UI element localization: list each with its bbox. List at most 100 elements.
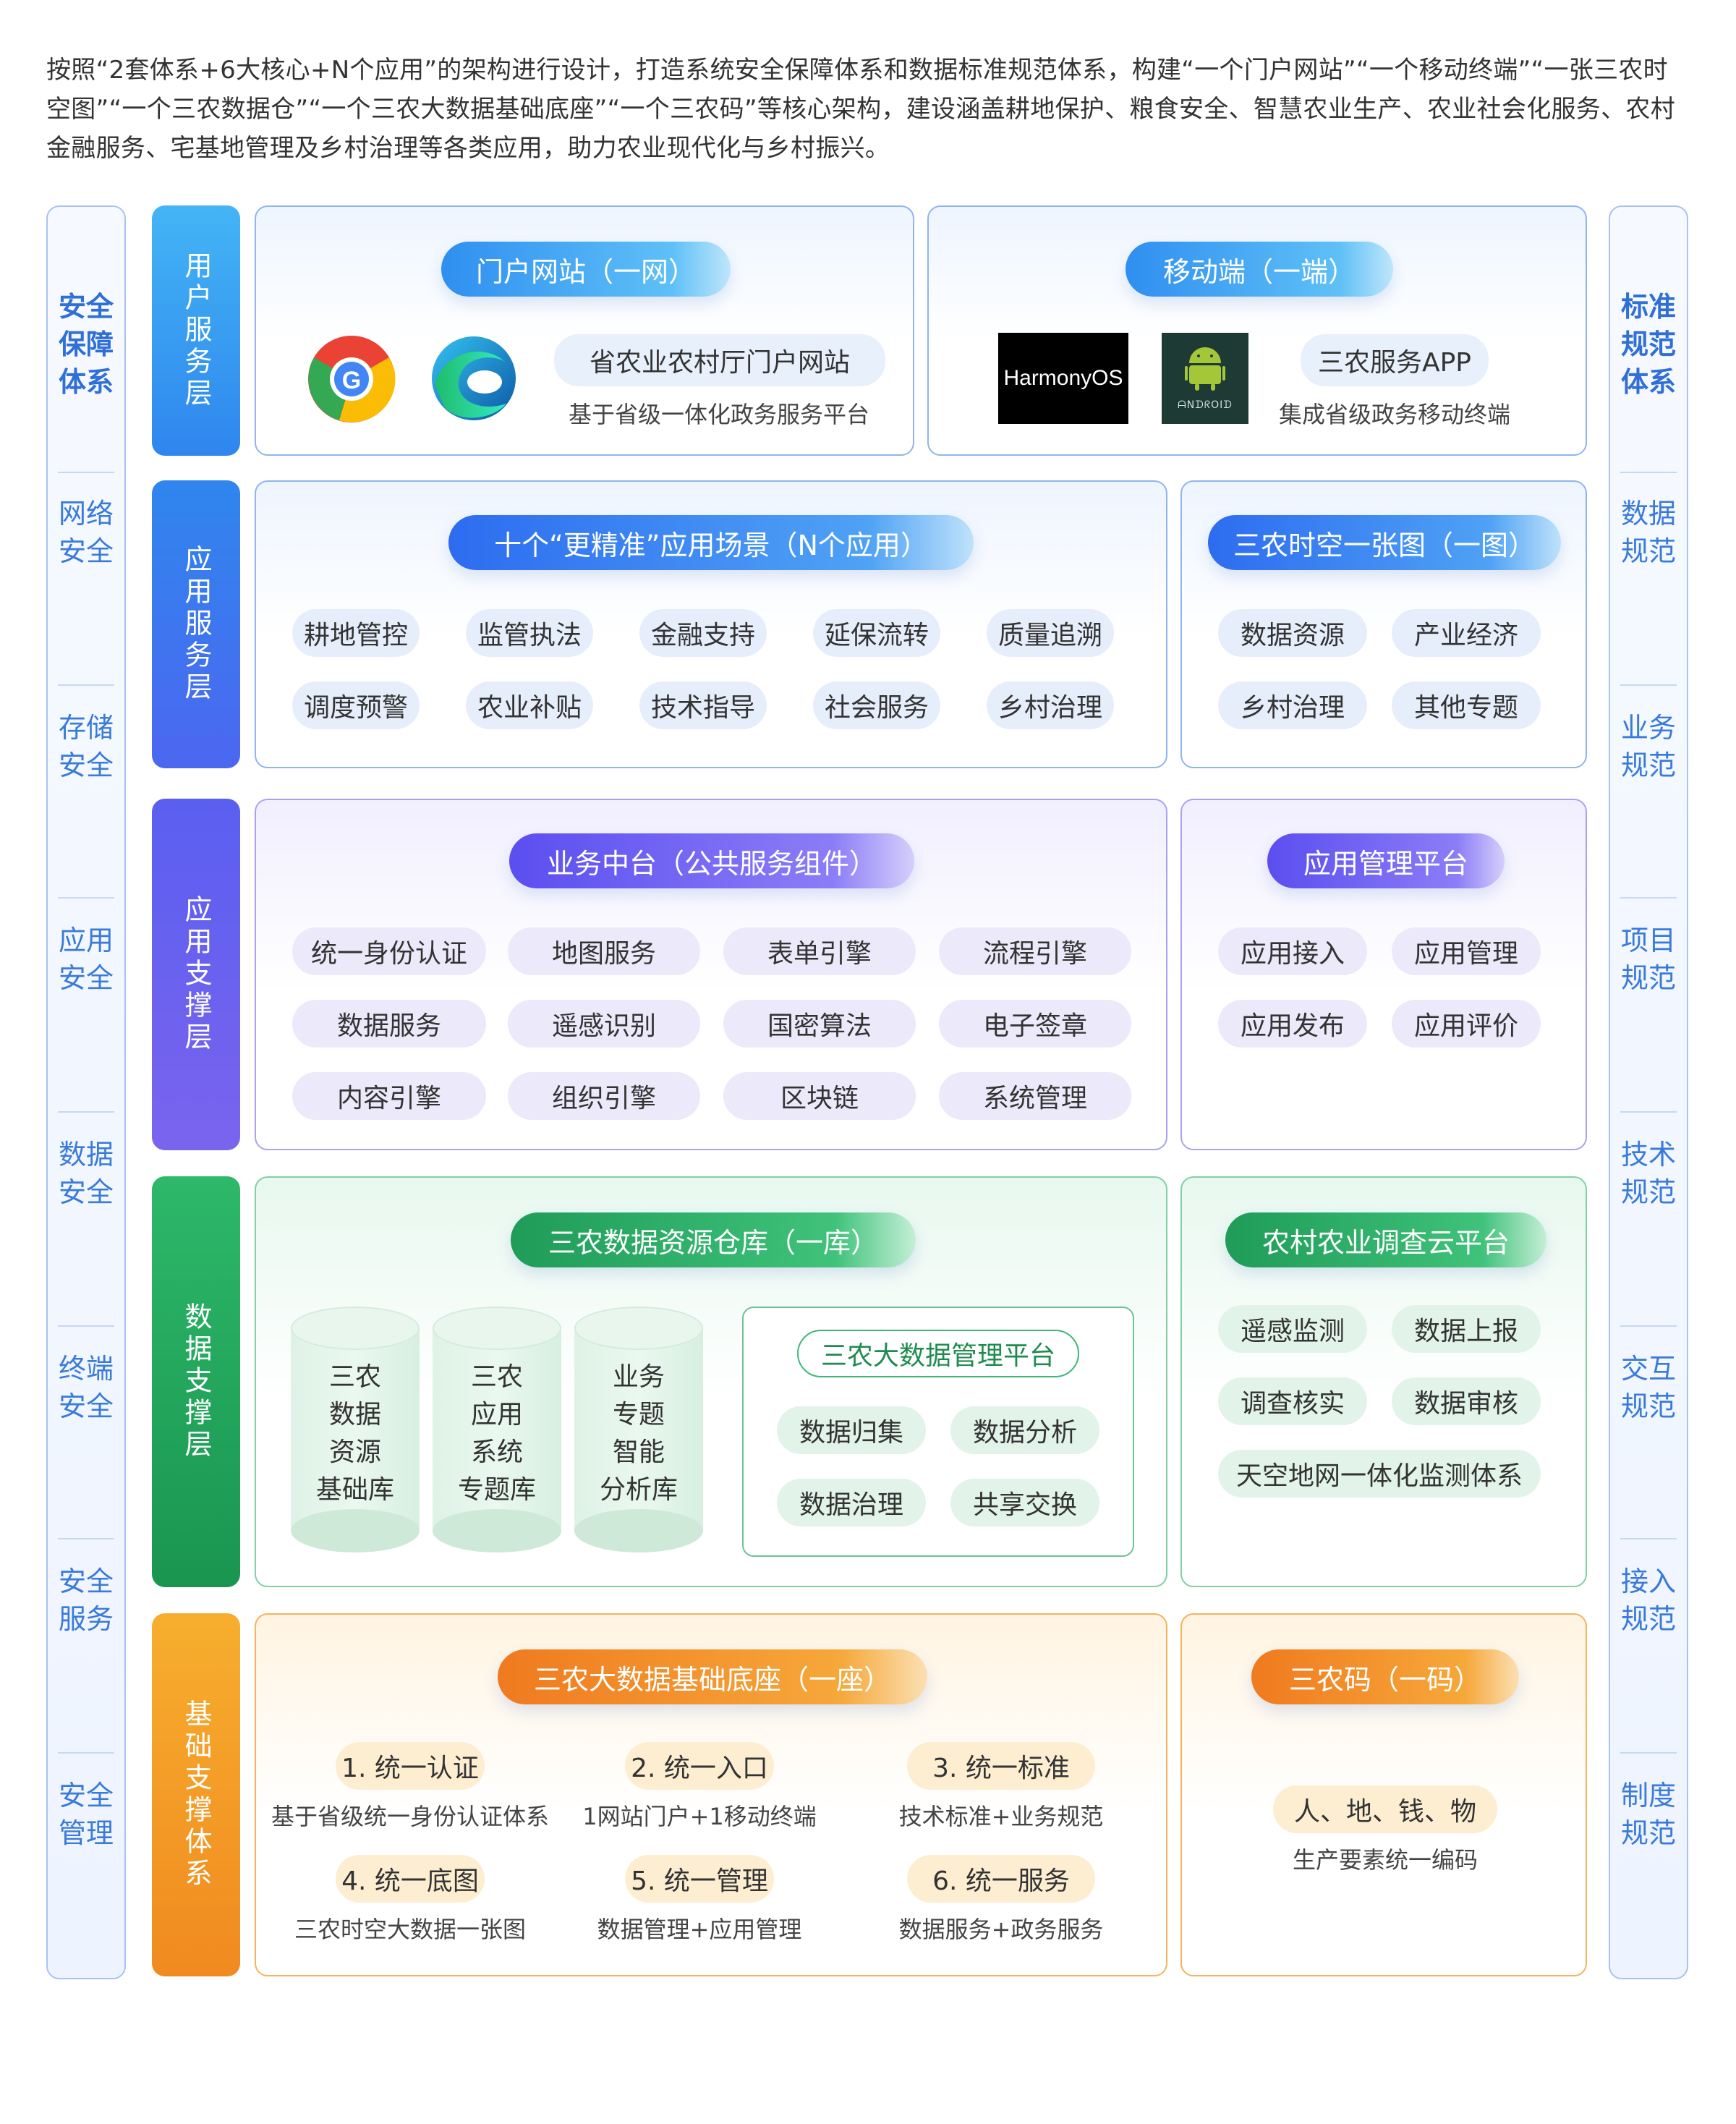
android-wordmark: ᗩNᗪᖇOIᗪ xyxy=(1178,399,1233,411)
map-item: 产业经济 xyxy=(1392,609,1541,657)
code-title: 三农码（一码） xyxy=(1251,1649,1519,1704)
security-item: 安全 管理 xyxy=(58,1780,114,1849)
android-icon xyxy=(1185,347,1225,391)
layer-support: 应用支撑层 xyxy=(152,799,240,1150)
component-item: 国密算法 xyxy=(723,1000,916,1048)
component-item: 组织引擎 xyxy=(508,1072,700,1120)
base-item: 3. 统一标准 xyxy=(907,1742,1095,1790)
security-item: 应用 安全 xyxy=(58,925,114,994)
app-scene: 社会服务 xyxy=(813,681,940,729)
database-label: 三农 应用 系统 专题库 xyxy=(457,1362,536,1505)
component-item: 数据服务 xyxy=(292,1000,486,1048)
standards-column: 标准 规范 体系 数据 规范 业务 规范 项目 规范 技术 规范 交互 规范 接… xyxy=(1609,205,1688,1979)
middle-title: 业务中台（公共服务组件） xyxy=(509,833,914,888)
portal-panel: 门户网站（一网） G 省农业农村厅门户网站 基于省级一体化政务服务平台 xyxy=(255,205,914,456)
apps-title: 十个“更精准”应用场景（N个应用） xyxy=(448,515,974,570)
platform-item: 数据治理 xyxy=(777,1479,926,1526)
layer-base: 基础支撑体系 xyxy=(152,1613,240,1976)
standards-item: 数据 规范 xyxy=(1620,498,1676,567)
app-manager-panel: 应用管理平台 应用接入 应用管理 应用发布 应用评价 xyxy=(1180,799,1587,1150)
appmgr-item: 应用发布 xyxy=(1218,1000,1367,1048)
base-item-desc: 技术标准+业务规范 xyxy=(898,1803,1104,1830)
base-item: 4. 统一底图 xyxy=(336,1855,485,1903)
mobile-panel: 移动端（一端） HarmonyOS ᗩNᗪᖇOIᗪ 三农服务APP 集成省级政务… xyxy=(927,205,1587,456)
security-item: 终端 安全 xyxy=(58,1353,114,1422)
survey-item: 数据审核 xyxy=(1392,1377,1541,1425)
layer-app: 应用服务层 xyxy=(152,480,240,768)
standards-item: 业务 规范 xyxy=(1620,712,1676,781)
standards-item: 制度 规范 xyxy=(1620,1780,1676,1849)
survey-panel: 农村农业调查云平台 遥感监测 数据上报 调查核实 数据审核 天空地网一体化监测体… xyxy=(1180,1176,1587,1587)
standards-item: 接入 规范 xyxy=(1620,1566,1676,1635)
bigdata-platform-title: 三农大数据管理平台 xyxy=(797,1330,1079,1377)
base-title: 三农大数据基础底座（一座） xyxy=(498,1649,927,1704)
app-scene: 监管执法 xyxy=(466,609,593,657)
database-cylinder: 三农 数据 资源 基础库 xyxy=(291,1307,420,1552)
apps-panel: 十个“更精准”应用场景（N个应用） 耕地管控 监管执法 金融支持 延保流转 质量… xyxy=(255,480,1167,768)
base-item: 1. 统一认证 xyxy=(336,1742,485,1790)
component-item: 统一身份认证 xyxy=(292,927,486,975)
base-item-desc: 基于省级统一身份认证体系 xyxy=(271,1803,549,1830)
layer-data: 数据支撑层 xyxy=(152,1176,240,1587)
component-item: 电子签章 xyxy=(939,1000,1131,1048)
code-desc: 生产要素统一编码 xyxy=(1292,1846,1478,1874)
survey-item: 遥感监测 xyxy=(1218,1305,1367,1353)
component-item: 表单引擎 xyxy=(723,927,916,975)
app-scene: 耕地管控 xyxy=(292,609,420,657)
portal-name: 省农业农村厅门户网站 xyxy=(554,334,885,386)
warehouse-title: 三农数据资源仓库（一库） xyxy=(511,1212,916,1267)
app-scene: 质量追溯 xyxy=(987,609,1114,657)
survey-item: 天空地网一体化监测体系 xyxy=(1218,1450,1541,1498)
harmonyos-logo: HarmonyOS xyxy=(998,333,1128,424)
app-scene: 金融支持 xyxy=(639,609,767,657)
map-title: 三农时空一张图（一图） xyxy=(1208,515,1561,570)
appmgr-item: 应用接入 xyxy=(1218,927,1367,975)
survey-item: 调查核实 xyxy=(1218,1377,1367,1425)
component-item: 系统管理 xyxy=(939,1072,1131,1120)
android-logo: ᗩNᗪᖇOIᗪ xyxy=(1162,333,1248,424)
code-panel: 三农码（一码） 人、地、钱、物 生产要素统一编码 xyxy=(1180,1613,1587,1976)
bigdata-platform-box: 三农大数据管理平台 数据归集 数据分析 数据治理 共享交换 xyxy=(742,1307,1134,1557)
map-item: 数据资源 xyxy=(1218,609,1367,657)
base-panel: 三农大数据基础底座（一座） 1. 统一认证 基于省级统一身份认证体系 2. 统一… xyxy=(255,1613,1167,1976)
base-item: 6. 统一服务 xyxy=(907,1855,1095,1903)
base-item: 5. 统一管理 xyxy=(625,1855,774,1903)
app-scene: 延保流转 xyxy=(813,609,940,657)
intro-text: 按照“2套体系+6大核心+N个应用”的架构进行设计，打造系统安全保障体系和数据标… xyxy=(46,56,1675,163)
appmgr-title: 应用管理平台 xyxy=(1267,833,1505,888)
standards-item: 交互 规范 xyxy=(1620,1353,1676,1422)
survey-item: 数据上报 xyxy=(1392,1305,1541,1353)
portal-desc: 基于省级一体化政务服务平台 xyxy=(568,401,869,428)
portal-title: 门户网站（一网） xyxy=(441,242,731,297)
platform-item: 共享交换 xyxy=(950,1479,1099,1526)
component-item: 内容引擎 xyxy=(292,1072,486,1120)
standards-item: 项目 规范 xyxy=(1620,925,1676,994)
security-column: 安全 保障 体系 网络 安全 存储 安全 应用 安全 数据 安全 终端 安全 安… xyxy=(46,205,126,1979)
security-item: 数据 安全 xyxy=(58,1139,114,1208)
map-item: 其他专题 xyxy=(1392,681,1541,729)
edge-icon xyxy=(432,336,516,420)
app-scene: 农业补贴 xyxy=(466,681,593,729)
database-label: 业务 专题 智能 分析库 xyxy=(599,1362,678,1505)
platform-item: 数据分析 xyxy=(950,1406,1099,1454)
appmgr-item: 应用管理 xyxy=(1392,927,1541,975)
standards-item: 技术 规范 xyxy=(1620,1139,1676,1208)
component-item: 区块链 xyxy=(723,1072,916,1120)
database-cylinder: 业务 专题 智能 分析库 xyxy=(574,1307,703,1552)
middle-platform-panel: 业务中台（公共服务组件） 统一身份认证 地图服务 表单引擎 流程引擎 数据服务 … xyxy=(255,799,1167,1150)
platform-item: 数据归集 xyxy=(777,1406,926,1454)
component-item: 流程引擎 xyxy=(939,927,1131,975)
standards-title: 标准 规范 体系 xyxy=(1620,291,1676,398)
appmgr-item: 应用评价 xyxy=(1392,1000,1541,1048)
survey-title: 农村农业调查云平台 xyxy=(1225,1212,1546,1267)
base-item-desc: 三农时空大数据一张图 xyxy=(294,1916,526,1943)
security-item: 网络 安全 xyxy=(58,498,114,567)
security-title: 安全 保障 体系 xyxy=(58,291,114,398)
code-tag: 人、地、钱、物 xyxy=(1273,1785,1497,1833)
map-panel: 三农时空一张图（一图） 数据资源 产业经济 乡村治理 其他专题 xyxy=(1180,480,1587,768)
svg-text:G: G xyxy=(342,367,361,394)
mobile-title: 移动端（一端） xyxy=(1126,242,1393,297)
base-item: 2. 统一入口 xyxy=(625,1742,774,1790)
database-cylinder: 三农 应用 系统 专题库 xyxy=(433,1307,561,1552)
component-item: 遥感识别 xyxy=(508,1000,700,1048)
